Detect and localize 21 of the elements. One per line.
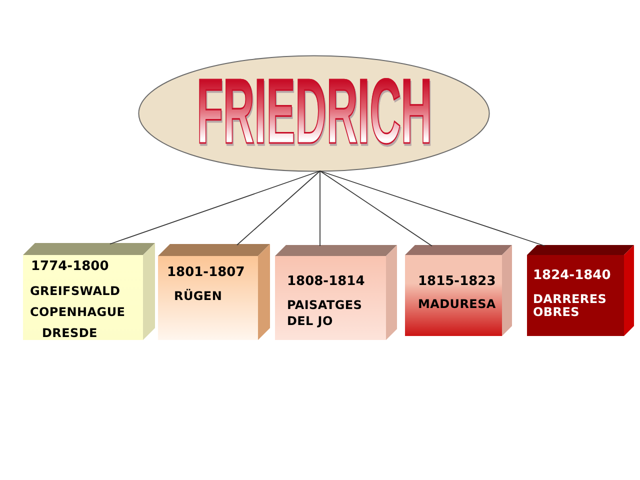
cube-block [158, 244, 270, 340]
place-name: GREIFSWALD [30, 284, 120, 298]
place-name: DRESDE [42, 326, 98, 340]
place-name: COPENHAGUE [30, 305, 126, 319]
cube-block [23, 243, 155, 340]
date-range: 1815-1823 [418, 274, 496, 289]
connector-line [320, 170, 546, 246]
date-range: 1774-1800 [31, 259, 109, 274]
cube-block [275, 245, 397, 340]
place-name: PAISATGES DEL JO [287, 297, 364, 329]
title-oval [138, 55, 490, 172]
place-name: MADURESA [418, 297, 496, 311]
connector-line [320, 170, 432, 246]
cube-block [527, 245, 634, 336]
date-range: 1808-1814 [287, 274, 365, 289]
date-range: 1801-1807 [167, 265, 245, 280]
connector-line [236, 170, 320, 246]
place-name: RÜGEN [174, 289, 222, 303]
date-range: 1824-1840 [533, 268, 611, 283]
cube-block [405, 245, 512, 336]
place-name: DARRERES OBRES [533, 293, 608, 319]
